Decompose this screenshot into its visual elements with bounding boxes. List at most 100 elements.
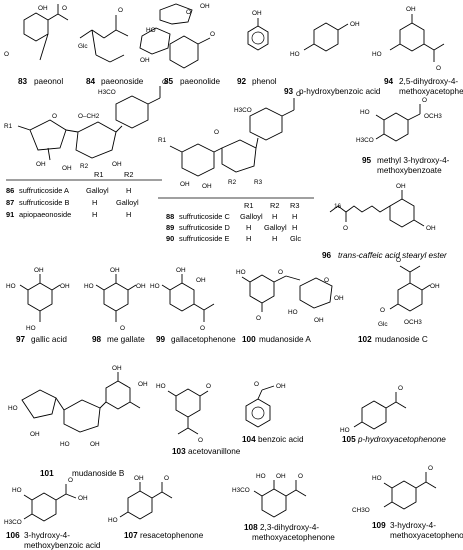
atom-label: H3CO bbox=[98, 89, 116, 96]
r1-label: R1 bbox=[4, 123, 13, 130]
atom-label: O bbox=[254, 381, 259, 388]
compound-name: gallic acid bbox=[31, 335, 67, 344]
compound-number: 101 bbox=[40, 469, 54, 478]
compound-name: methoxyacetophenone bbox=[390, 531, 463, 540]
table-name: suffruticoside E bbox=[179, 234, 229, 243]
compound-number: 98 bbox=[92, 335, 102, 344]
compound-number: 109 bbox=[372, 521, 386, 530]
r1-label: R1 bbox=[158, 137, 167, 144]
table-header: R2 bbox=[270, 201, 279, 210]
table-header: R2 bbox=[124, 170, 133, 179]
atom-label: OH bbox=[350, 21, 360, 28]
compound-name: paeonol bbox=[34, 77, 63, 86]
atom-label: O bbox=[120, 325, 125, 332]
atom-label: O bbox=[62, 5, 67, 12]
glc-label: Glc bbox=[78, 43, 88, 50]
compound-name: methoxybenzoic acid bbox=[24, 541, 101, 550]
compound-number: 104 bbox=[242, 435, 256, 444]
atom-label: O bbox=[256, 315, 261, 322]
structure-84: O Glc bbox=[78, 7, 129, 63]
structure-101: OH OH HO OH HO OH bbox=[8, 365, 148, 448]
structure-100: HO O O O OH HO OH bbox=[236, 269, 344, 324]
compound-number: 100 bbox=[242, 335, 256, 344]
atom-label: O bbox=[52, 113, 57, 120]
atom-label: H3CO bbox=[356, 137, 374, 144]
table-num: 90 bbox=[166, 234, 174, 243]
table-cell: H bbox=[292, 223, 297, 232]
compound-name: methyl 3-hydroxy-4- bbox=[377, 156, 450, 165]
r2-label: R2 bbox=[80, 163, 89, 170]
glc-label: Glc bbox=[378, 321, 388, 328]
atom-label: O bbox=[296, 91, 301, 98]
atom-label: HO bbox=[60, 441, 70, 448]
table-name: apiopaeonoside bbox=[19, 210, 71, 219]
atom-label: OH bbox=[276, 473, 286, 480]
compound-number: 94 bbox=[384, 77, 394, 86]
atom-label: HO bbox=[146, 27, 156, 34]
compound-number: 85 bbox=[164, 77, 174, 86]
compound-number: 103 bbox=[172, 447, 186, 456]
table-header: R1 bbox=[244, 201, 253, 210]
structure-93: HO OH bbox=[290, 21, 360, 58]
table-num: 86 bbox=[6, 186, 14, 195]
atom-label: HO bbox=[156, 383, 166, 390]
atom-label: OH bbox=[136, 283, 146, 290]
table-name: suffruticoside A bbox=[19, 186, 69, 195]
atom-label: O bbox=[436, 65, 441, 72]
table-name: suffruticoside D bbox=[179, 223, 230, 232]
structure-86-87-91: R1 O O–CH2 H3CO O OH OH R2 OH bbox=[4, 79, 167, 172]
compound-number: 106 bbox=[6, 531, 20, 540]
atom-label: OH bbox=[196, 277, 206, 284]
structure-106: O OH HO H3CO bbox=[4, 477, 88, 526]
table-cell: Galloyl bbox=[116, 198, 139, 207]
atom-label: O bbox=[206, 383, 211, 390]
atom-label: O bbox=[210, 31, 215, 38]
atom-label: H3CO bbox=[4, 519, 22, 526]
atom-label: O bbox=[162, 79, 167, 86]
compound-name: methoxybenzoate bbox=[377, 166, 442, 175]
atom-label: HO bbox=[84, 283, 94, 290]
atom-label: HO bbox=[360, 109, 370, 116]
compound-number: 96 bbox=[322, 251, 332, 260]
atom-label: HO bbox=[8, 405, 18, 412]
table-cell: H bbox=[292, 212, 297, 221]
atom-label: OH bbox=[112, 365, 122, 372]
atom-label: OH bbox=[200, 3, 210, 10]
atom-label: 16 bbox=[334, 203, 342, 210]
atom-label: OH bbox=[62, 165, 72, 172]
atom-label: OH bbox=[314, 317, 324, 324]
structure-97: OH HO OH HO bbox=[6, 267, 70, 332]
structure-95: O OCH3 HO H3CO bbox=[356, 97, 442, 144]
atom-label: HO bbox=[150, 283, 160, 290]
structure-88-89-90: R1 O H3CO O OH OH R2 R3 bbox=[158, 91, 301, 190]
compound-name: phenol bbox=[252, 77, 277, 86]
atom-label: O bbox=[198, 437, 203, 444]
atom-label: HO bbox=[290, 51, 300, 58]
compound-name: me gallate bbox=[107, 335, 145, 344]
table-header: R1 bbox=[94, 170, 103, 179]
structure-92: OH bbox=[247, 10, 269, 51]
table-name: suffruticoside C bbox=[179, 212, 230, 221]
atom-label: O bbox=[343, 225, 348, 232]
compound-name: p-hydroxyacetophenone bbox=[357, 435, 446, 444]
compound-name: benzoic acid bbox=[258, 435, 304, 444]
atom-label: OH bbox=[112, 161, 122, 168]
table-cell: Galloyl bbox=[86, 186, 109, 195]
atom-label: H3CO bbox=[234, 107, 252, 114]
structure-85: O OH HO OH O bbox=[139, 3, 215, 69]
compound-name: p-hydroxybenzoic acid bbox=[299, 87, 381, 96]
atom-label: HO bbox=[12, 487, 22, 494]
atom-label: OH bbox=[202, 183, 212, 190]
compound-name: mudanoside B bbox=[72, 469, 125, 478]
structure-98: OH HO OH O bbox=[84, 267, 146, 332]
table-cell: Galloyl bbox=[240, 212, 263, 221]
atom-label: O bbox=[298, 473, 303, 480]
structure-104: O OH bbox=[245, 381, 286, 428]
atom-label: OH bbox=[276, 383, 286, 390]
atom-label: O bbox=[428, 465, 433, 472]
compound-name: mudanoside A bbox=[259, 335, 311, 344]
atom-label: OH bbox=[36, 161, 46, 168]
table-header: R3 bbox=[290, 201, 299, 210]
atom-label: HO bbox=[372, 51, 382, 58]
